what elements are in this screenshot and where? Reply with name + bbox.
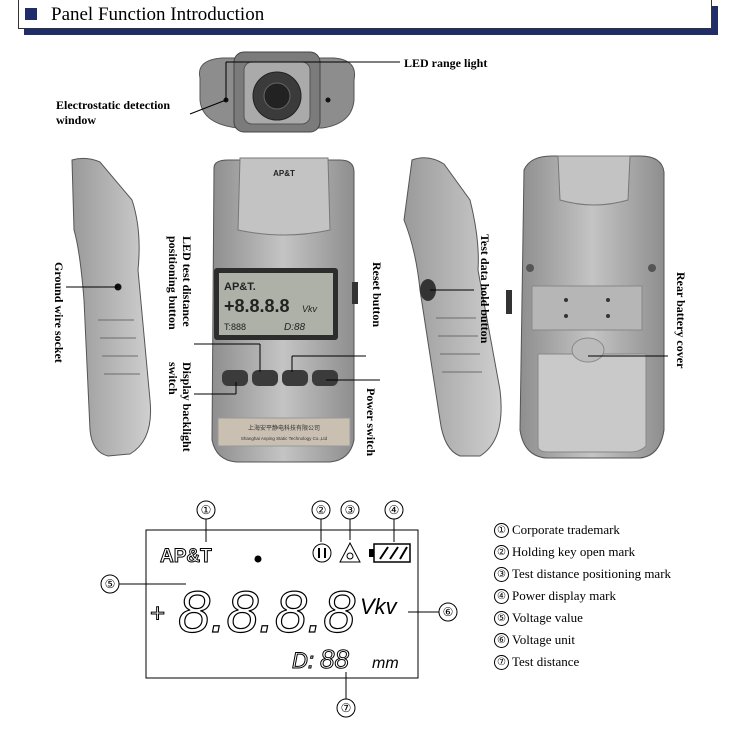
callout-display-backlight-line1: Display backlight [180, 362, 194, 452]
callout-reset-button: Reset button [370, 262, 384, 327]
lcd-unit: Vkv [360, 594, 399, 619]
top-view-sensor [189, 51, 400, 133]
banner-square-icon [25, 8, 37, 20]
svg-text:+8.8.8.8: +8.8.8.8 [224, 296, 290, 316]
battery-icon [369, 543, 411, 563]
hold-key-icon [312, 543, 332, 563]
svg-text:Shanghai Anping Static Technol: Shanghai Anping Static Technology Co.,Lt… [241, 436, 328, 441]
header-banner: Panel Function Introduction [18, 0, 712, 29]
front-view: AP&T AP&T. +8.8.8.8 Vkv T:888 D:88 上海安平静… [194, 157, 380, 463]
svg-text:上海安平静电科技有限公司: 上海安平静电科技有限公司 [248, 424, 320, 432]
marker-4: ④ [389, 503, 400, 517]
callout-rear-battery-cover: Rear battery cover [674, 272, 688, 369]
lcd-diagram: AP&T + 8.8.8.8 Vkv D: 88 mm ① ② ③ ④ ⑤ ⑥ … [100, 500, 458, 718]
callout-display-backlight-line2: switch [166, 362, 180, 395]
svg-text:Vkv: Vkv [302, 304, 318, 314]
marker-5: ⑤ [105, 577, 116, 591]
page-title: Panel Function Introduction [51, 4, 265, 25]
svg-text:D:88: D:88 [284, 322, 306, 333]
lcd-distance-digits: 88 [320, 644, 349, 674]
lcd-digits: 8.8.8.8 [178, 580, 355, 645]
rear-view [519, 155, 668, 459]
callout-power-switch: Power switch [364, 388, 378, 457]
callout-led-test-distance-line2: positioning button [166, 236, 180, 330]
lcd-distance-unit: mm [372, 655, 399, 672]
lcd-distance-prefix: D: [292, 648, 314, 673]
lcd-sign: + [150, 598, 165, 628]
svg-text:AP&T: AP&T [273, 169, 295, 178]
marker-7: ⑦ [341, 701, 352, 715]
right-side-view [403, 157, 512, 457]
svg-text:AP&T.: AP&T. [224, 281, 256, 293]
callout-led-test-distance-line1: LED test distance [180, 236, 194, 327]
callout-electrostatic-window-line1: Electrostatic detection [56, 98, 171, 112]
left-side-view [66, 157, 152, 457]
lcd-trademark: AP&T [160, 546, 212, 567]
device-illustrations: AP&T AP&T. +8.8.8.8 Vkv T:888 D:88 上海安平静… [66, 51, 668, 463]
callout-ground-wire-socket: Ground wire socket [52, 262, 66, 363]
marker-2: ② [316, 503, 327, 517]
marker-3: ③ [345, 503, 356, 517]
callout-electrostatic-window-line2: window [56, 113, 97, 127]
marker-6: ⑥ [443, 605, 454, 619]
callout-led-range-light: LED range light [404, 56, 488, 70]
callout-test-data-hold-button: Test data hold button [478, 234, 492, 344]
marker-1: ① [201, 503, 212, 517]
positioning-mark-icon [339, 541, 361, 563]
svg-text:T:888: T:888 [224, 322, 246, 332]
